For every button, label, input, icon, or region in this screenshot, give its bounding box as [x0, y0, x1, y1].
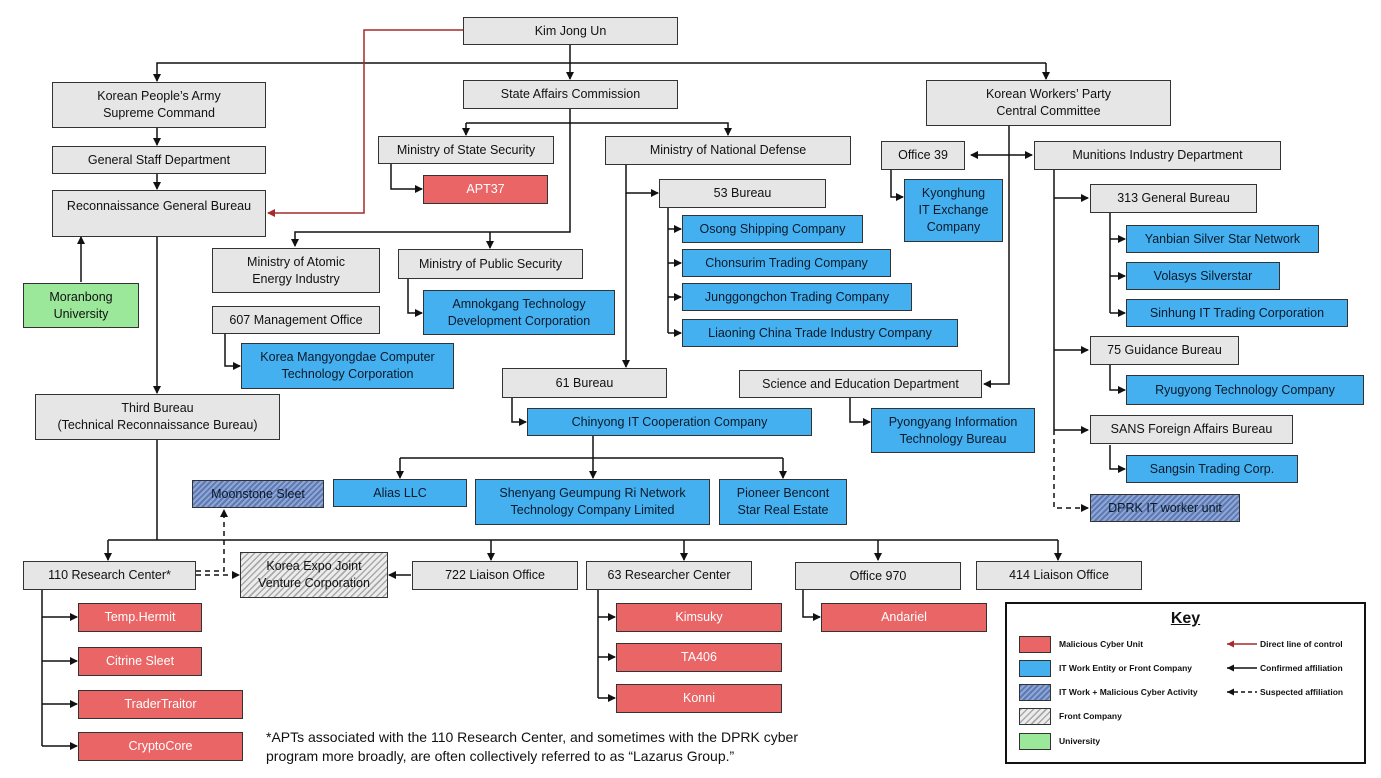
node-temp-hermit: Temp.Hermit	[78, 603, 202, 632]
node-office-970: Office 970	[795, 562, 961, 590]
node-amnokgang-technology: Amnokgang Technology Development Corpora…	[423, 290, 615, 335]
node-science-education-department: Science and Education Department	[739, 370, 982, 398]
node-reconnaissance-general-bureau: Reconnaissance General Bureau	[52, 190, 266, 237]
node-ministry-public-security: Ministry of Public Security	[398, 249, 583, 279]
legend-swatch-malicious	[1019, 636, 1051, 653]
node-pyongyang-it-bureau: Pyongyang Information Technology Bureau	[871, 408, 1035, 453]
node-ministry-state-security: Ministry of State Security	[378, 136, 554, 164]
legend-line-samples	[1227, 640, 1257, 696]
line-607-mangyongdae	[224, 334, 241, 370]
line-mnd-53	[625, 165, 659, 197]
legend-label-it-work: IT Work Entity or Front Company	[1059, 663, 1193, 673]
node-shenyang-geumpung: Shenyang Geumpung Ri Network Technology …	[475, 479, 710, 525]
node-konni: Konni	[616, 684, 782, 713]
node-110-research-center: 110 Research Center*	[23, 561, 196, 590]
node-sinhung-it-trading: Sinhung IT Trading Corporation	[1126, 299, 1348, 327]
node-kimsuky: Kimsuky	[616, 603, 782, 632]
legend-label-it-malicious: IT Work + Malicious Cyber Activity	[1059, 687, 1198, 697]
line-mps-amnokgang	[407, 279, 423, 317]
node-moranbong-university: Moranbong University	[23, 283, 139, 328]
node-third-bureau: Third Bureau (Technical Reconnaissance B…	[35, 394, 280, 440]
line-kim-kpa	[153, 62, 1046, 82]
line-sac-ministries	[291, 123, 571, 247]
node-414-liaison-office: 414 Liaison Office	[976, 561, 1142, 590]
legend-swatch-university	[1019, 733, 1051, 750]
legend-swatch-front	[1019, 708, 1051, 725]
node-sangsin-trading: Sangsin Trading Corp.	[1126, 455, 1298, 483]
footnote: *APTs associated with the 110 Research C…	[266, 729, 798, 764]
node-ryugyong-technology: Ryugyong Technology Company	[1126, 375, 1364, 405]
line-sed-pyongyang	[849, 398, 871, 426]
legend-label-suspected: Suspected affiliation	[1260, 687, 1344, 697]
line-kwp-sed	[983, 126, 1010, 388]
legend-swatch-it-malicious	[1019, 684, 1051, 701]
node-ta406: TA406	[616, 643, 782, 672]
node-munitions-industry-department: Munitions Industry Department	[1034, 141, 1281, 170]
line-110-moonstone-suspected	[196, 509, 228, 572]
node-osong-shipping: Osong Shipping Company	[682, 215, 863, 243]
line-mss-apt37	[390, 164, 423, 193]
node-ministry-atomic-energy: Ministry of Atomic Energy Industry	[212, 248, 380, 293]
node-kim-jong-un: Kim Jong Un	[463, 17, 678, 45]
node-general-staff-department: General Staff Department	[52, 146, 266, 174]
node-cryptocore: CryptoCore	[78, 732, 243, 761]
legend-label-confirmed: Confirmed affiliation	[1260, 663, 1343, 673]
node-607-management-office: 607 Management Office	[212, 306, 380, 334]
node-apt37: APT37	[423, 175, 548, 204]
line-office39-kyonghung	[890, 170, 904, 201]
line-970-andariel	[802, 590, 821, 621]
line-mid-itworker-suspected	[1053, 430, 1089, 512]
node-junggongchon-trading: Junggongchon Trading Company	[682, 283, 912, 311]
line-sac-mnd	[466, 122, 732, 136]
node-tradertraitor: TraderTraitor	[78, 690, 243, 719]
node-sans-foreign-affairs: SANS Foreign Affairs Bureau	[1090, 415, 1293, 444]
node-office-39: Office 39	[881, 141, 965, 170]
node-75-guidance-bureau: 75 Guidance Bureau	[1090, 336, 1239, 365]
node-andariel: Andariel	[821, 603, 987, 632]
legend-label-front: Front Company	[1059, 711, 1122, 721]
node-kpa-supreme-command: Korean People’s Army Supreme Command	[52, 82, 266, 128]
node-dprk-it-worker-unit: DPRK IT worker unit	[1090, 494, 1240, 522]
node-63-researcher-center: 63 Researcher Center	[586, 561, 752, 590]
legend-title: Key	[1170, 610, 1201, 627]
line-61-chinyong	[511, 398, 527, 426]
node-61-bureau: 61 Bureau	[502, 368, 667, 398]
node-722-liaison-office: 722 Liaison Office	[412, 561, 578, 590]
node-moonstone-sleet: Moonstone Sleet	[192, 480, 324, 508]
node-53-bureau: 53 Bureau	[659, 179, 826, 208]
node-alias-llc: Alias LLC	[333, 479, 467, 507]
node-state-affairs-commission: State Affairs Commission	[463, 80, 678, 109]
node-pioneer-bencont: Pioneer Bencont Star Real Estate	[719, 479, 847, 525]
node-yanbian-silver-star: Yanbian Silver Star Network	[1126, 225, 1319, 253]
legend-swatch-it-work	[1019, 660, 1051, 677]
line-kim-rgb-direct	[267, 29, 463, 217]
legend-label-malicious: Malicious Cyber Unit	[1059, 639, 1144, 649]
legend-key: Key Malicious Cyber Unit IT Work Entity …	[1005, 602, 1366, 764]
line-sans-sangsin	[1109, 445, 1126, 473]
legend-label-university: University	[1059, 736, 1101, 746]
node-kwp-central-committee: Korean Workers’ Party Central Committee	[926, 80, 1171, 126]
node-313-general-bureau: 313 General Bureau	[1090, 184, 1257, 213]
node-citrine-sleet: Citrine Sleet	[78, 647, 202, 676]
node-volasys-silverstar: Volasys Silverstar	[1126, 262, 1280, 290]
legend-label-direct: Direct line of control	[1260, 639, 1343, 649]
node-kyonghung: Kyonghung IT Exchange Company	[904, 179, 1003, 242]
line-75-ryugyong	[1109, 365, 1126, 394]
node-mangyongdae-computer: Korea Mangyongdae Computer Technology Co…	[241, 343, 454, 389]
node-ministry-national-defense: Ministry of National Defense	[605, 136, 851, 165]
node-korea-expo-joint-venture: Korea Expo Joint Venture Corporation	[240, 552, 388, 598]
node-liaoning-china-trade: Liaoning China Trade Industry Company	[682, 319, 958, 347]
node-chinyong-it: Chinyong IT Cooperation Company	[527, 408, 812, 436]
node-chonsurim-trading: Chonsurim Trading Company	[682, 249, 891, 277]
